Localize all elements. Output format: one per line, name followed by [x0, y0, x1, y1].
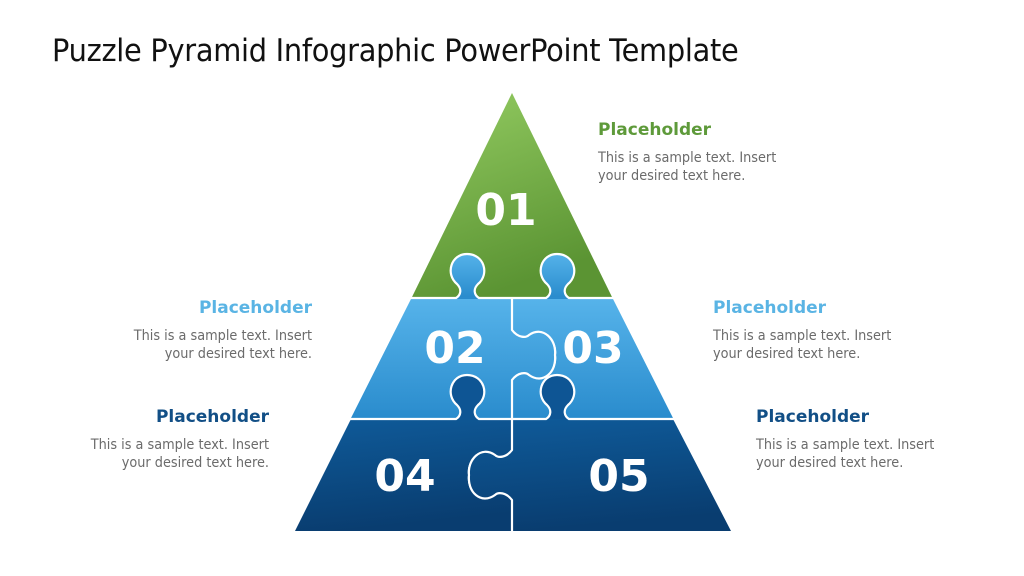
callout-03-line2: your desired text here. [713, 346, 861, 362]
callout-01: Placeholder This is a sample text. Inser… [598, 120, 838, 185]
callout-05: Placeholder This is a sample text. Inser… [756, 407, 996, 472]
callout-01-body: This is a sample text. Insert your desir… [598, 149, 819, 185]
callout-01-line2: your desired text here. [598, 168, 746, 184]
callout-03-heading: Placeholder [713, 298, 827, 318]
callout-02-line1: This is a sample text. Insert [133, 328, 312, 344]
callout-02-heading: Placeholder [198, 298, 312, 318]
piece-01 [412, 93, 612, 297]
piece-number-01: 01 [475, 185, 536, 236]
callout-04-line2: your desired text here. [121, 455, 269, 471]
callout-03-body: This is a sample text. Insert your desir… [713, 327, 934, 363]
callout-02-line2: your desired text here. [164, 346, 312, 362]
callout-02: Placeholder This is a sample text. Inser… [72, 298, 312, 363]
piece-number-03: 03 [562, 323, 623, 374]
callout-04-heading: Placeholder [155, 407, 269, 427]
callout-01-heading: Placeholder [598, 120, 712, 140]
callout-05-line1: This is a sample text. Insert [756, 437, 935, 453]
callout-04-body: This is a sample text. Insert your desir… [48, 436, 269, 472]
callout-03: Placeholder This is a sample text. Inser… [713, 298, 953, 363]
callout-03-line1: This is a sample text. Insert [713, 328, 892, 344]
callout-04: Placeholder This is a sample text. Inser… [29, 407, 269, 472]
slide-title: Puzzle Pyramid Infographic PowerPoint Te… [52, 33, 739, 69]
callout-01-line1: This is a sample text. Insert [598, 150, 777, 166]
callout-05-line2: your desired text here. [756, 455, 904, 471]
callout-02-body: This is a sample text. Insert your desir… [91, 327, 312, 363]
callout-04-line1: This is a sample text. Insert [90, 437, 269, 453]
puzzle-seams [350, 252, 674, 531]
piece-number-04: 04 [374, 451, 435, 502]
piece-number-02: 02 [424, 323, 485, 374]
callout-05-heading: Placeholder [756, 407, 870, 427]
callout-05-body: This is a sample text. Insert your desir… [756, 436, 977, 472]
piece-number-05: 05 [588, 451, 649, 502]
